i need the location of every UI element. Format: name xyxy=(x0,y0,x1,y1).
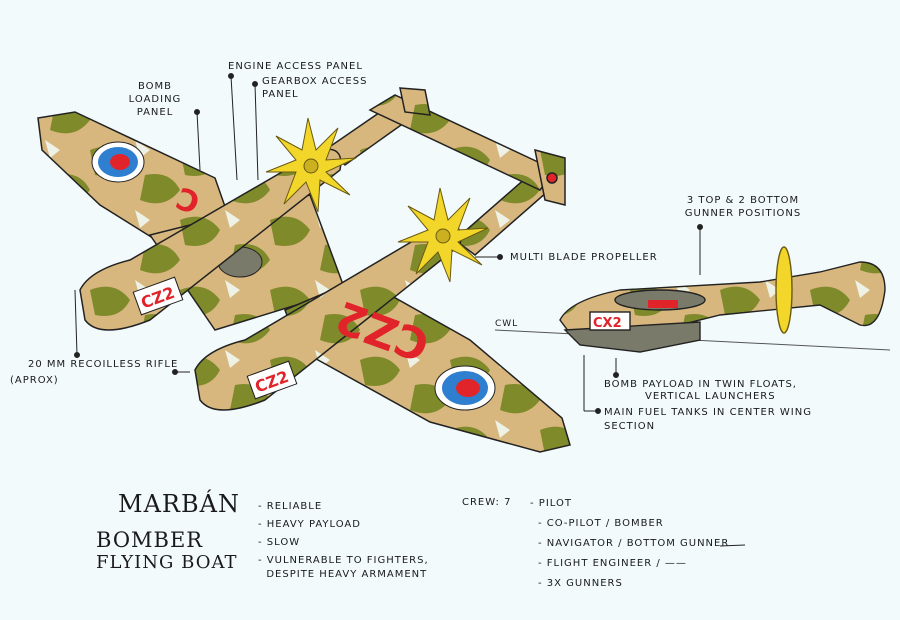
crew-label: Crew: 7 xyxy=(462,497,512,508)
side-view-aircraft: CX2 xyxy=(494,246,891,353)
propeller-left xyxy=(265,117,357,213)
aircraft-subtype: FLYING BOAT xyxy=(96,552,238,573)
callout-recoilless-rifle: 20 mm recoilless rifle xyxy=(28,359,179,370)
callout-text: Bomb loading panel xyxy=(128,81,182,118)
callout-fuel-tanks-2: section xyxy=(604,421,656,432)
traits-list: - Reliable - Heavy payload - Slow - Vuln… xyxy=(258,498,429,584)
callout-gunner-positions: 3 top & 2 bottom gunner positions xyxy=(684,195,802,219)
crew-member: - Pilot xyxy=(530,498,572,509)
crew-member: - Co-pilot / bomber xyxy=(538,518,664,529)
callout-engine-access-panel: Engine access panel xyxy=(228,61,363,72)
callout-bomb-payload-2: vertical launchers xyxy=(645,391,776,402)
crew-list: - Pilot - Co-pilot / bomber - Navigator … xyxy=(530,494,729,594)
crew-member: - Navigator / bottom gunner xyxy=(538,538,730,549)
callout-recoilless-rifle-note: (aprox) xyxy=(10,375,59,386)
callout-bomb-payload: Bomb payload in twin floats, xyxy=(604,379,797,390)
cwl-label: CWL xyxy=(495,319,519,329)
trait-item: - Heavy payload xyxy=(258,519,361,530)
callout-multi-blade-propeller: Multi blade propeller xyxy=(510,252,658,263)
aircraft-name: MARBÁN xyxy=(118,490,240,518)
leader-lines xyxy=(74,73,746,547)
crew-member: - Flight engineer / —— xyxy=(538,558,687,569)
crew-member: - 3x gunners xyxy=(538,578,623,589)
tail-assembly xyxy=(323,87,566,256)
callout-gearbox-access-panel: Gearbox access panel xyxy=(262,76,368,100)
callout-fuel-tanks: Main fuel tanks in center wing xyxy=(604,407,812,418)
trait-item: - Slow xyxy=(258,537,301,548)
roundel-left xyxy=(91,141,145,183)
trait-item: - Vulnerable to fighters, xyxy=(258,555,429,566)
trait-item: - Reliable xyxy=(258,501,323,512)
left-nacelle xyxy=(79,148,342,331)
roundel-right xyxy=(434,365,496,411)
propeller-right xyxy=(397,187,489,283)
callout-bomb-loading-panel: Bomb loading panel xyxy=(110,80,200,119)
side-view-marking: CX2 xyxy=(593,316,622,331)
aircraft-type: BOMBER xyxy=(96,528,204,552)
trait-item: despite heavy armament xyxy=(258,569,428,580)
